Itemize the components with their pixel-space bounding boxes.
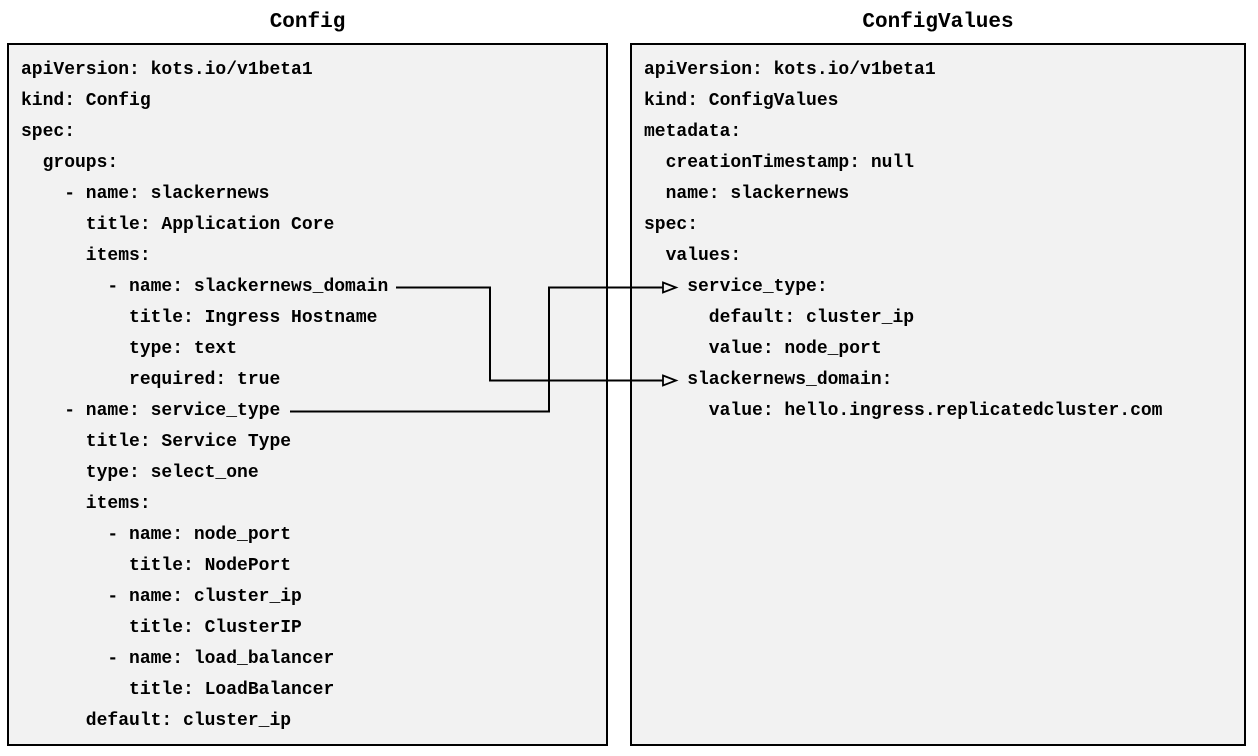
yaml-line: default: cluster_ip bbox=[644, 308, 915, 328]
yaml-line: groups: bbox=[21, 153, 119, 173]
config-panel-title: Config bbox=[269, 11, 346, 34]
yaml-line: title: ClusterIP bbox=[21, 618, 302, 638]
config-panel: apiVersion: kots.io/v1beta1 kind: Config s… bbox=[7, 43, 608, 746]
yaml-line: - name: slackernews bbox=[21, 184, 270, 204]
yaml-line: spec: bbox=[644, 215, 699, 235]
yaml-line: kind: ConfigValues bbox=[644, 91, 839, 111]
yaml-line: title: Service Type bbox=[21, 432, 292, 452]
yaml-line: - name: load_balancer bbox=[21, 649, 335, 669]
configvalues-panel: apiVersion: kots.io/v1beta1 kind: ConfigV… bbox=[630, 43, 1246, 746]
yaml-line: title: Ingress Hostname bbox=[21, 308, 378, 328]
configvalues-panel-title: ConfigValues bbox=[862, 11, 1014, 34]
yaml-line: items: bbox=[21, 246, 151, 266]
yaml-line: creationTimestamp: null bbox=[644, 153, 915, 173]
yaml-line: title: Application Core bbox=[21, 215, 335, 235]
yaml-line: - name: node_port bbox=[21, 525, 292, 545]
yaml-line: - name: service_type bbox=[21, 401, 281, 421]
yaml-line: values: bbox=[644, 246, 742, 266]
yaml-line: apiVersion: kots.io/v1beta1 bbox=[21, 60, 313, 80]
yaml-line: metadata: bbox=[644, 122, 742, 142]
yaml-line: apiVersion: kots.io/v1beta1 bbox=[644, 60, 936, 80]
yaml-line: value: hello.ingress.replicatedcluster.c… bbox=[644, 401, 1163, 421]
yaml-line: kind: Config bbox=[21, 91, 151, 111]
yaml-line: required: true bbox=[21, 370, 281, 390]
yaml-line: type: text bbox=[21, 339, 238, 359]
yaml-line: value: node_port bbox=[644, 339, 882, 359]
yaml-line: title: LoadBalancer bbox=[21, 680, 335, 700]
yaml-line: service_type: bbox=[644, 277, 828, 297]
yaml-line: default: cluster_ip bbox=[21, 711, 292, 731]
yaml-line: items: bbox=[21, 494, 151, 514]
yaml-line: - name: slackernews_domain bbox=[21, 277, 389, 297]
yaml-line: type: select_one bbox=[21, 463, 259, 483]
yaml-line: slackernews_domain: bbox=[644, 370, 893, 390]
yaml-line: - name: cluster_ip bbox=[21, 587, 302, 607]
yaml-line: title: NodePort bbox=[21, 556, 292, 576]
yaml-line: name: slackernews bbox=[644, 184, 850, 204]
yaml-line: spec: bbox=[21, 122, 76, 142]
